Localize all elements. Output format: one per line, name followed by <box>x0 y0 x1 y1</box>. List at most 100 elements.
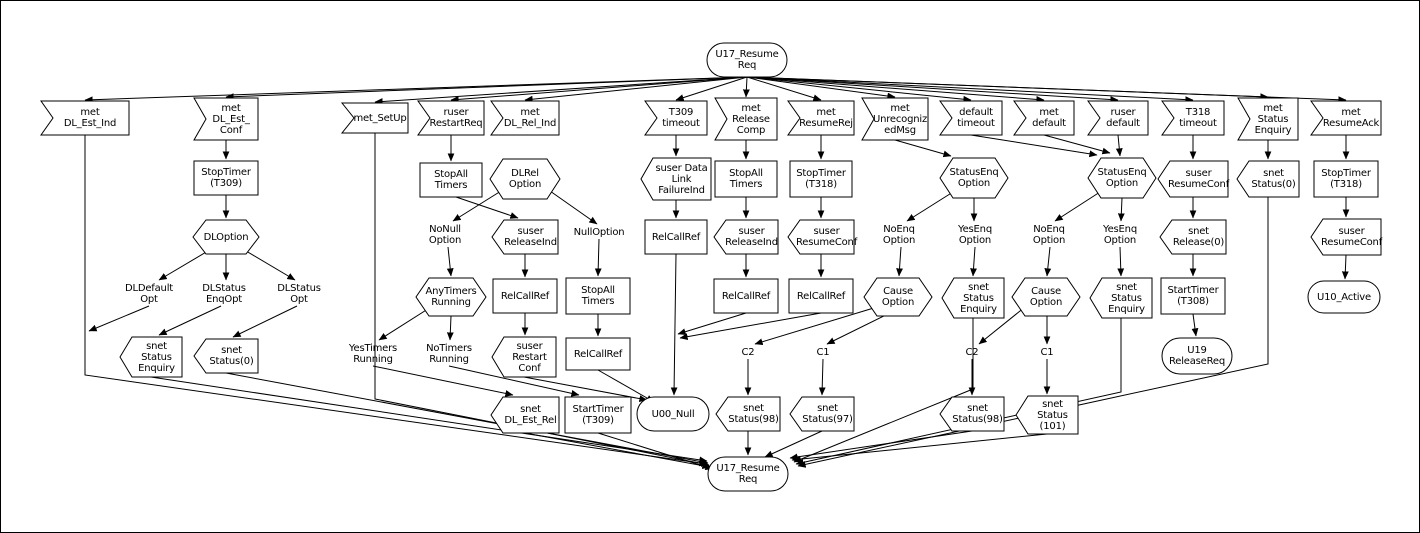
flow-arrow <box>1044 246 1052 277</box>
task-relcallref-1-shape <box>492 278 558 314</box>
top-state-shape <box>706 42 788 78</box>
opt-dlrel-shape <box>489 158 561 200</box>
flow-arrow <box>906 191 954 222</box>
out-status98-1-shape <box>715 396 781 432</box>
out-releaseind-2-shape <box>713 219 779 255</box>
flow-arrow <box>549 190 598 225</box>
task-stoptimer-t318-2-shape <box>1313 160 1379 198</box>
flow-arrow <box>894 139 952 158</box>
flow-arrow <box>597 369 655 403</box>
out-release0-shape <box>1159 219 1227 255</box>
flow-arrow <box>225 372 709 465</box>
out-dl-est-rel-shape <box>490 396 560 434</box>
out-status-enquiry-left-shape <box>119 336 183 378</box>
in-dl-est-conf-shape <box>193 97 259 141</box>
flow-arrow <box>978 306 1026 345</box>
in-ruser-default-shape <box>1087 100 1149 136</box>
flow-arrow <box>455 196 519 219</box>
flow-arrow <box>746 76 1119 103</box>
out-datalink-failureind-shape <box>640 157 712 201</box>
task-stopall-3-shape <box>714 160 778 198</box>
task-stoptimer-t318-1-shape <box>789 160 853 198</box>
in-resume-rej-shape <box>787 100 855 136</box>
flow-arrow <box>240 247 296 281</box>
out-resumeconf-1-shape <box>787 219 855 255</box>
task-stopall-1-shape <box>419 162 483 198</box>
flow-arrow <box>1043 134 1111 155</box>
flow-arrow <box>84 135 708 467</box>
flow-arrow <box>225 76 748 101</box>
task-stoptimer-t309-shape <box>193 160 259 196</box>
flow-arrow <box>677 312 747 336</box>
flow-arrow <box>378 306 432 341</box>
opt-anytimers-shape <box>415 277 487 317</box>
flow-arrow <box>88 305 150 332</box>
opt-statusenq-1-shape <box>939 157 1009 199</box>
flow-arrow <box>374 133 710 467</box>
flow-arrow <box>896 246 903 277</box>
flow-arrow <box>670 253 678 396</box>
flow-arrow <box>448 365 580 397</box>
out-releaseind-1-shape <box>491 219 559 255</box>
in-release-comp-shape <box>714 97 778 141</box>
flow-arrow <box>1117 246 1125 277</box>
in-status-enquiry-shape <box>1237 97 1299 141</box>
flow-arrow <box>372 365 514 397</box>
in-dl-rel-ind-shape <box>490 100 560 136</box>
in-met-setup-shape <box>340 102 409 134</box>
opt-cause-1-shape <box>863 277 933 317</box>
out-status101-shape <box>1015 395 1079 435</box>
flow-arrow <box>746 76 972 103</box>
out-status97-shape <box>789 396 855 432</box>
flow-arrow <box>675 76 748 101</box>
flow-arrow <box>150 376 708 464</box>
opt-statusenq-2-shape <box>1087 157 1157 199</box>
flow-arrow <box>1191 313 1199 337</box>
task-stopall-2-shape <box>565 277 631 315</box>
out-status-enquiry-2-shape <box>941 277 1005 319</box>
flow-arrow <box>754 306 878 346</box>
task-starttimer-t309-shape <box>564 396 632 434</box>
flow-arrow <box>818 358 826 396</box>
task-relcallref-4-shape <box>713 278 779 314</box>
out-restart-conf-shape <box>491 336 557 378</box>
flow-arrow <box>746 76 1045 103</box>
opt-cause-2-shape <box>1011 277 1081 317</box>
flow-arrow <box>374 76 748 105</box>
flow-arrow <box>158 247 214 281</box>
task-relcallref-3-shape <box>644 219 708 255</box>
flow-arrow <box>450 76 748 103</box>
state-u00-null-shape <box>636 396 710 432</box>
flow-arrow <box>446 315 454 341</box>
in-t309-timeout-shape <box>644 100 708 136</box>
bottom-state-shape <box>707 456 789 492</box>
in-resume-ack-shape <box>1310 100 1382 136</box>
flow-arrow <box>452 190 502 222</box>
flow-arrow <box>1117 197 1125 222</box>
state-u19-releasereq-shape <box>1161 337 1233 375</box>
flow-arrow <box>746 76 1347 104</box>
flow-arrow <box>789 430 973 461</box>
flow-arrow <box>746 76 896 100</box>
flow-arrow <box>1054 191 1101 222</box>
flow-arrow <box>970 246 977 277</box>
flow-arrow <box>1115 134 1123 157</box>
flow-arrow <box>446 246 454 277</box>
out-status0-left-shape <box>193 338 259 374</box>
out-resumeconf-2-shape <box>1157 160 1229 198</box>
in-default-timeout-shape <box>939 100 1003 136</box>
in-t318-timeout-shape <box>1161 100 1225 136</box>
out-status0-right-shape <box>1236 160 1300 198</box>
flow-arrow <box>524 432 711 469</box>
flow-arrow <box>797 197 1269 468</box>
flow-arrow <box>764 430 823 458</box>
flow-arrow <box>594 238 602 277</box>
opt-dloption-shape <box>192 219 260 255</box>
flow-arrow <box>232 305 298 338</box>
out-status-enquiry-3-shape <box>1089 277 1153 319</box>
in-restart-req-shape <box>417 100 485 136</box>
task-relcallref-2-shape <box>565 337 631 371</box>
flow-arrow <box>742 76 750 98</box>
flow-arrow <box>679 312 822 341</box>
